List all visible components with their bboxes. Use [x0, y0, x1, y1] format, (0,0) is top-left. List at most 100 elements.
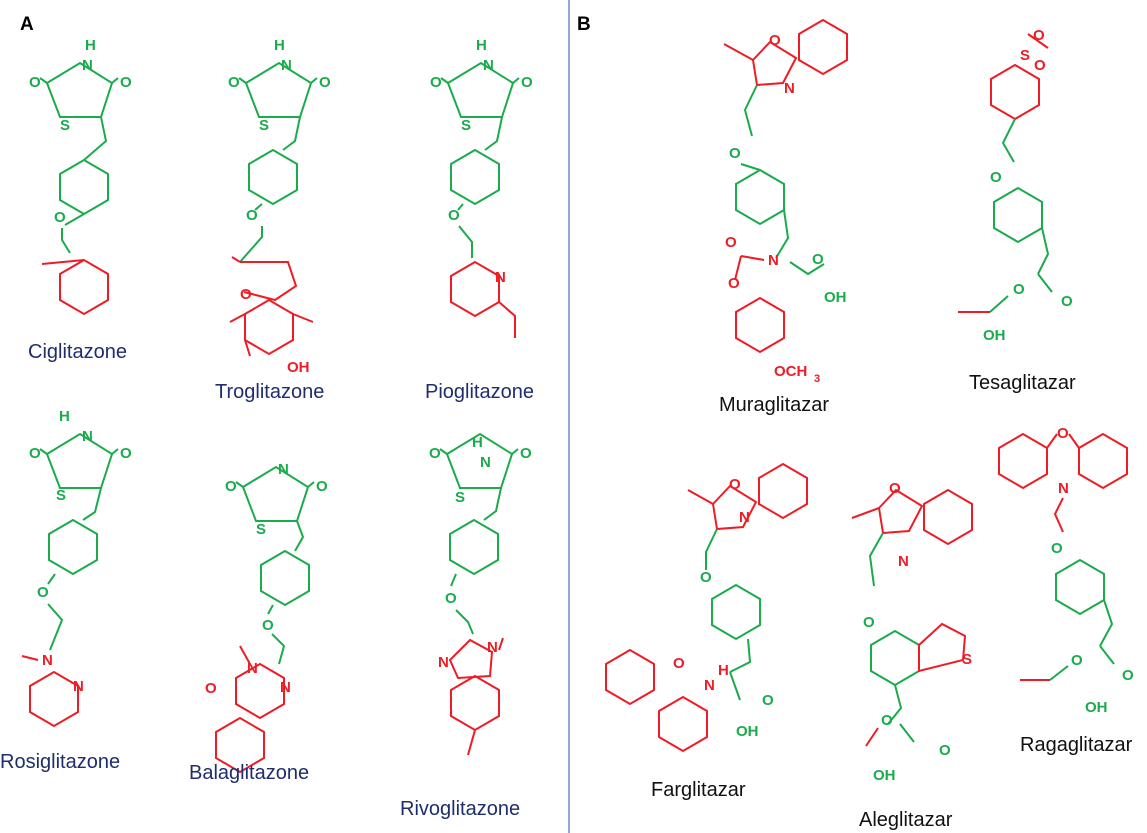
svg-text:H: H — [472, 434, 483, 451]
balaglitazone-structure: N O O S O N N O Balaglitazone — [189, 461, 328, 784]
compound-name: Tesaglitazar — [969, 372, 1076, 394]
svg-text:O: O — [240, 286, 252, 303]
svg-text:N: N — [784, 80, 795, 97]
svg-text:O: O — [1013, 281, 1025, 298]
svg-text:O: O — [863, 614, 875, 631]
svg-text:O: O — [521, 74, 533, 91]
svg-text:O: O — [1061, 293, 1073, 310]
svg-text:O: O — [262, 617, 274, 634]
svg-text:O: O — [205, 680, 217, 697]
svg-text:N: N — [281, 57, 292, 74]
svg-text:O: O — [729, 145, 741, 162]
svg-text:S: S — [60, 117, 70, 134]
svg-text:N: N — [82, 57, 93, 74]
svg-text:O: O — [54, 209, 66, 226]
svg-text:O: O — [1057, 425, 1069, 442]
svg-text:N: N — [480, 454, 491, 471]
svg-text:H: H — [274, 37, 285, 54]
compound-name: Rosiglitazone — [0, 751, 120, 773]
svg-text:O: O — [700, 569, 712, 586]
svg-text:S: S — [461, 117, 471, 134]
svg-text:N: N — [495, 269, 506, 286]
rosiglitazone-structure: H N O O S O N N Rosiglitazone — [0, 408, 132, 773]
ciglitazone-tzd-ring: H N O O S — [29, 37, 132, 134]
svg-text:O: O — [939, 742, 951, 759]
svg-text:O: O — [120, 445, 132, 462]
farglitazar-structure: O N O H N O OH O Farglitazar — [605, 462, 808, 801]
svg-text:N: N — [739, 509, 750, 526]
svg-text:N: N — [898, 553, 909, 570]
svg-text:N: N — [483, 57, 494, 74]
svg-text:O: O — [1034, 57, 1046, 74]
svg-text:O: O — [1071, 652, 1083, 669]
svg-text:N: N — [278, 461, 289, 478]
svg-text:N: N — [247, 660, 258, 677]
aleglitazar-structure: O N O S O O OH Aleglitazar — [851, 480, 973, 831]
ragaglitazar-structure: O N O O O OH Ragaglitazar — [998, 425, 1134, 756]
svg-text:O: O — [29, 74, 41, 91]
svg-text:N: N — [438, 654, 449, 671]
svg-text:O: O — [1033, 27, 1045, 44]
svg-text:3: 3 — [814, 373, 820, 385]
compound-name: Pioglitazone — [425, 381, 534, 403]
svg-text:O: O — [889, 480, 901, 497]
svg-text:H: H — [85, 37, 96, 54]
svg-text:O: O — [225, 478, 237, 495]
svg-text:O: O — [246, 207, 258, 224]
svg-text:OH: OH — [1085, 699, 1108, 716]
compound-name: Aleglitazar — [859, 809, 953, 831]
svg-text:O: O — [520, 445, 532, 462]
svg-text:O: O — [29, 445, 41, 462]
compound-name: Ciglitazone — [28, 341, 127, 363]
svg-text:O: O — [429, 445, 441, 462]
svg-text:N: N — [73, 678, 84, 695]
svg-text:OH: OH — [824, 289, 847, 306]
svg-text:O: O — [448, 207, 460, 224]
svg-text:O: O — [769, 32, 781, 49]
svg-text:O: O — [725, 234, 737, 251]
svg-text:N: N — [280, 679, 291, 696]
rivoglitazone-structure: H N O O S O N N Rivoglitazone — [400, 432, 532, 820]
svg-text:H: H — [59, 408, 70, 425]
svg-text:O: O — [762, 692, 774, 709]
svg-text:N: N — [42, 652, 53, 669]
panel-label-a: A — [20, 14, 34, 35]
svg-text:O: O — [120, 74, 132, 91]
svg-text:OCH: OCH — [774, 363, 807, 380]
svg-text:N: N — [1058, 480, 1069, 497]
svg-text:OH: OH — [736, 723, 759, 740]
svg-text:OH: OH — [983, 327, 1006, 344]
svg-text:OH: OH — [287, 359, 310, 376]
svg-text:N: N — [487, 639, 498, 656]
panel-label-b: B — [577, 14, 591, 35]
svg-text:O: O — [316, 478, 328, 495]
svg-text:O: O — [990, 169, 1002, 186]
svg-text:N: N — [768, 252, 779, 269]
muraglitazar-structure: O N O N O O O OH OCH 3 Muraglitazar — [719, 18, 848, 416]
svg-text:O: O — [729, 476, 741, 493]
svg-text:O: O — [430, 74, 442, 91]
svg-text:O: O — [228, 74, 240, 91]
tesaglitazar-structure: S O O O O O OH Tesaglitazar — [958, 27, 1076, 394]
compound-name: Farglitazar — [651, 779, 746, 801]
svg-text:O: O — [728, 275, 740, 292]
svg-text:O: O — [1122, 667, 1134, 684]
troglitazone-structure: H N O O S O O OH Troglitazone — [215, 37, 331, 403]
svg-text:O: O — [881, 712, 893, 729]
svg-text:O: O — [37, 584, 49, 601]
compound-name: Rivoglitazone — [400, 798, 520, 820]
svg-text:S: S — [259, 117, 269, 134]
svg-text:O: O — [812, 251, 824, 268]
svg-text:S: S — [56, 487, 66, 504]
svg-text:S: S — [455, 489, 465, 506]
svg-text:N: N — [704, 677, 715, 694]
svg-text:O: O — [673, 655, 685, 672]
svg-text:O: O — [445, 590, 457, 607]
compound-name: Troglitazone — [215, 381, 324, 403]
compound-name: Ragaglitazar — [1020, 734, 1133, 756]
svg-text:N: N — [82, 428, 93, 445]
svg-text:S: S — [962, 651, 972, 668]
svg-text:H: H — [718, 662, 729, 679]
svg-text:O: O — [319, 74, 331, 91]
